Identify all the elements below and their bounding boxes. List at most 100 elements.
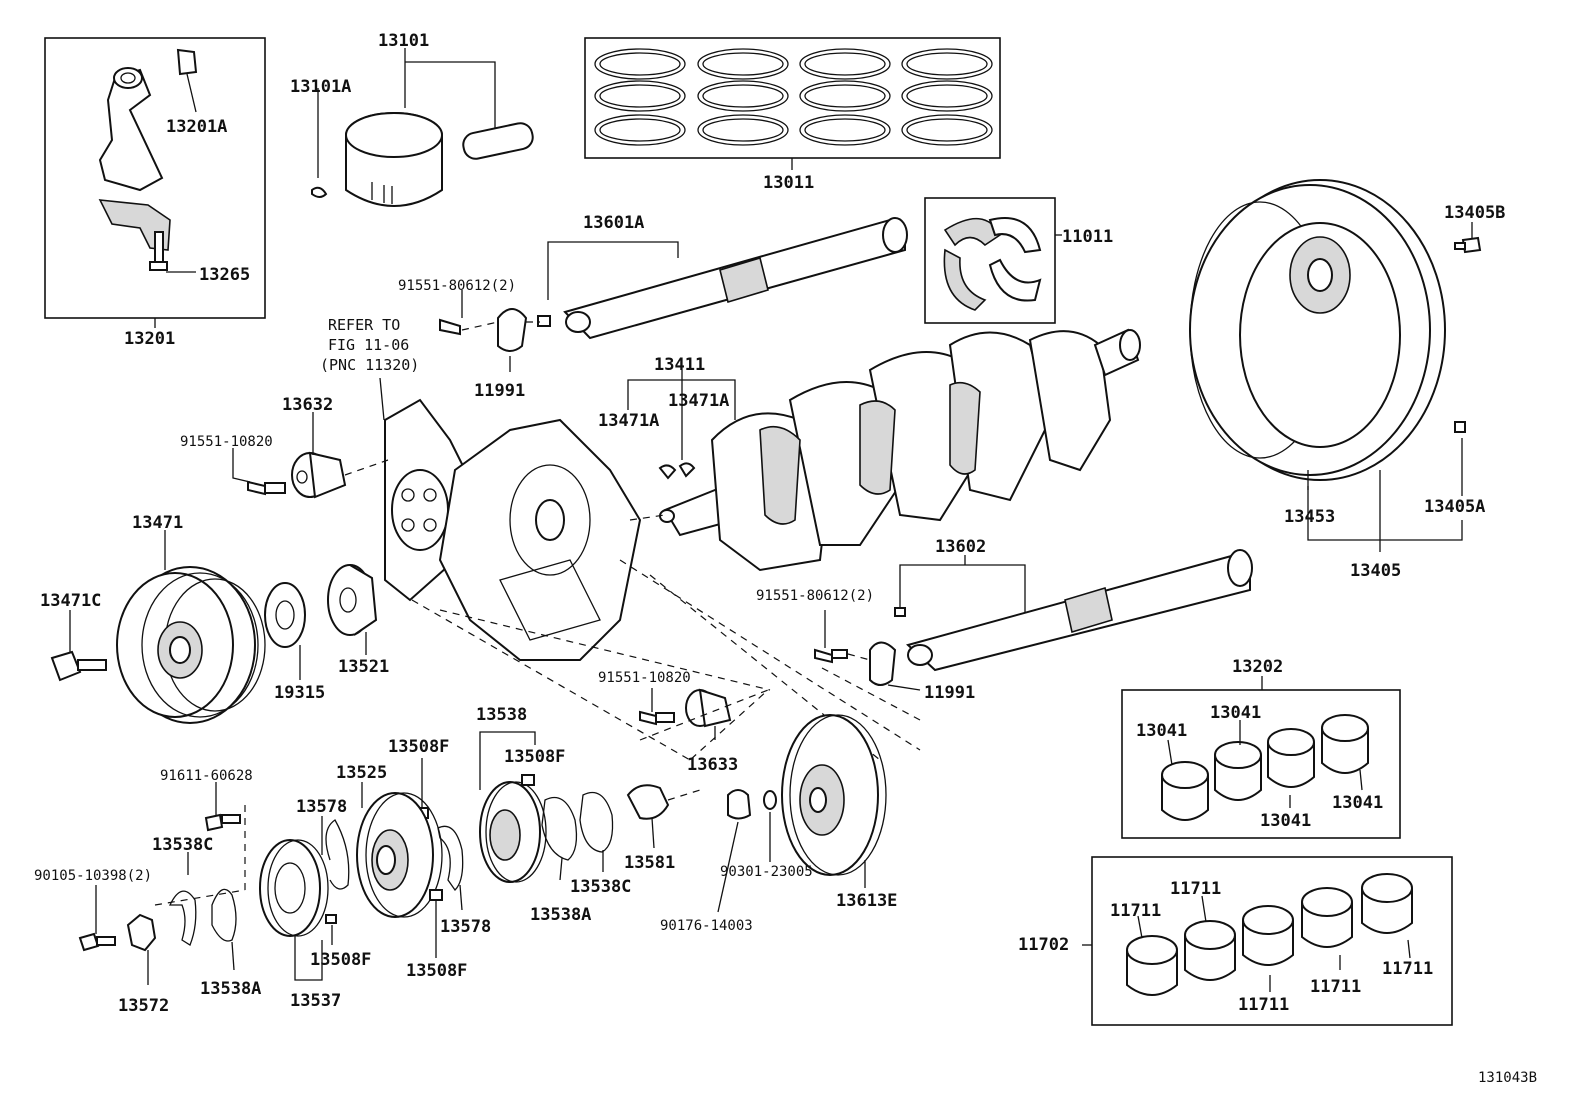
callout-13538a-a: 13538A (530, 905, 591, 925)
pin-13508f-d-icon (429, 889, 443, 901)
callout-13041-b: 13041 (1210, 703, 1261, 723)
ring-13578-b-icon (437, 825, 464, 892)
sensor-13581-icon (626, 784, 670, 820)
callout-13471c: 13471C (40, 591, 101, 611)
reference-note-line-1: REFER TO (328, 316, 400, 334)
gasket-13538a-b-icon (541, 796, 578, 861)
piston-pin-icon (462, 122, 534, 160)
rod-bearing-shell-2 (1214, 741, 1262, 801)
main-bearing-shell-5 (1361, 873, 1413, 934)
piston-group (311, 48, 534, 207)
reference-note-line-2: FIG 11-06 (328, 336, 409, 354)
callout-11711-c: 11711 (1238, 995, 1289, 1015)
callout-13538: 13538 (476, 705, 527, 725)
main-bearing-shell-1 (1126, 935, 1178, 996)
callout-13508f-d: 13508F (406, 961, 467, 981)
thrust-washer-box (924, 197, 1056, 324)
callout-13101a: 13101A (290, 77, 351, 97)
balancer-gear-group (717, 714, 887, 913)
callout-13411: 13411 (654, 355, 705, 375)
callout-91551-80612-mid: 91551-80612(2) (756, 588, 874, 604)
ring-13578-a-icon (325, 819, 350, 890)
callout-13471a-left: 13471A (598, 411, 659, 431)
callout-90176-14003: 90176-14003 (660, 918, 753, 934)
callout-13405b: 13405B (1444, 203, 1505, 223)
callout-13601a: 13601A (583, 213, 644, 233)
pin-13508f-c-icon (325, 914, 337, 924)
piston-rings-box (584, 37, 1001, 159)
ring-set-3 (799, 48, 891, 146)
bolt-90105-icon (78, 932, 100, 952)
bearing-cap-lower-icon (869, 641, 897, 686)
dowel-pin-icon (1454, 421, 1466, 433)
pin-13508f-a-icon (521, 774, 535, 786)
timing-plate-icon (264, 582, 306, 648)
callout-13011: 13011 (763, 173, 814, 193)
callout-13632: 13632 (282, 395, 333, 415)
callout-13525: 13525 (336, 763, 387, 783)
callout-13538a-b: 13538A (200, 979, 261, 999)
callout-13537: 13537 (290, 991, 341, 1011)
main-bearing-box (1091, 856, 1453, 1026)
callout-13521: 13521 (338, 657, 389, 677)
oil-pump-case-group (344, 398, 921, 761)
rod-bearing-group (1121, 676, 1401, 839)
snap-ring-13538c-b-icon (579, 791, 614, 853)
timing-plate-group (264, 564, 378, 680)
callout-90301-23005: 90301-23005 (720, 864, 813, 880)
snap-ring-icon (311, 186, 328, 198)
ring-set-4 (901, 48, 993, 146)
callout-13405a: 13405A (1424, 497, 1485, 517)
crank-pulley-group (50, 530, 266, 724)
key-icon (658, 464, 677, 480)
main-bearing-shell-4 (1301, 887, 1353, 948)
callout-13508f-b: 13508F (504, 747, 565, 767)
bolt-10820-icon (247, 480, 266, 496)
callout-13471a-right: 13471A (668, 391, 729, 411)
callout-13405: 13405 (1350, 561, 1401, 581)
callout-13538c-b: 13538C (570, 877, 631, 897)
rod-bearing-shell-3 (1267, 728, 1315, 788)
callout-13201: 13201 (124, 329, 175, 349)
callout-13633: 13633 (687, 755, 738, 775)
rod-bolt-icon (154, 231, 164, 263)
connecting-rod-icon (98, 68, 164, 192)
callout-91611-60628: 91611-60628 (160, 768, 253, 784)
plate-13537-icon (259, 839, 321, 937)
gasket-90301-icon (763, 790, 777, 810)
ring-set-1 (594, 48, 686, 146)
callout-13201a: 13201A (166, 117, 227, 137)
bolt-91611-icon (204, 813, 224, 832)
oil-pump-body-icon (438, 418, 642, 661)
callout-13508f-c: 13508F (310, 950, 371, 970)
callout-91551-10820-mid: 91551-10820 (598, 670, 691, 686)
callout-11711-b: 11711 (1170, 879, 1221, 899)
callout-11991-top: 11991 (474, 381, 525, 401)
callout-90105-10398: 90105-10398(2) (34, 868, 152, 884)
flywheel-group (1189, 179, 1482, 552)
callout-13602: 13602 (935, 537, 986, 557)
crankshaft-group (627, 328, 1141, 572)
callout-11011: 11011 (1062, 227, 1113, 247)
callout-13613e: 13613E (836, 891, 897, 911)
callout-11991-mid: 11991 (924, 683, 975, 703)
main-bearing-shell-3 (1242, 905, 1294, 966)
callout-13041-d: 13041 (1332, 793, 1383, 813)
ring-set-2 (697, 48, 789, 146)
callout-13581: 13581 (624, 853, 675, 873)
washer-13572-icon (126, 913, 157, 952)
callout-13041-c: 13041 (1260, 811, 1311, 831)
diagram-id: 131043B (1478, 1070, 1537, 1086)
balance-shaft-lower-group (814, 549, 1253, 721)
callout-11711-a: 11711 (1110, 901, 1161, 921)
main-bearing-group (1082, 856, 1453, 1026)
gear-13632-group (232, 412, 347, 499)
balance-drive-group (78, 689, 769, 985)
pulley-bolt-icon (50, 650, 82, 682)
callout-13101: 13101 (378, 31, 429, 51)
callout-13578-b: 13578 (440, 917, 491, 937)
callout-19315: 19315 (274, 683, 325, 703)
callout-13202: 13202 (1232, 657, 1283, 677)
gear-13633-group: 91551-10820 (598, 670, 732, 740)
